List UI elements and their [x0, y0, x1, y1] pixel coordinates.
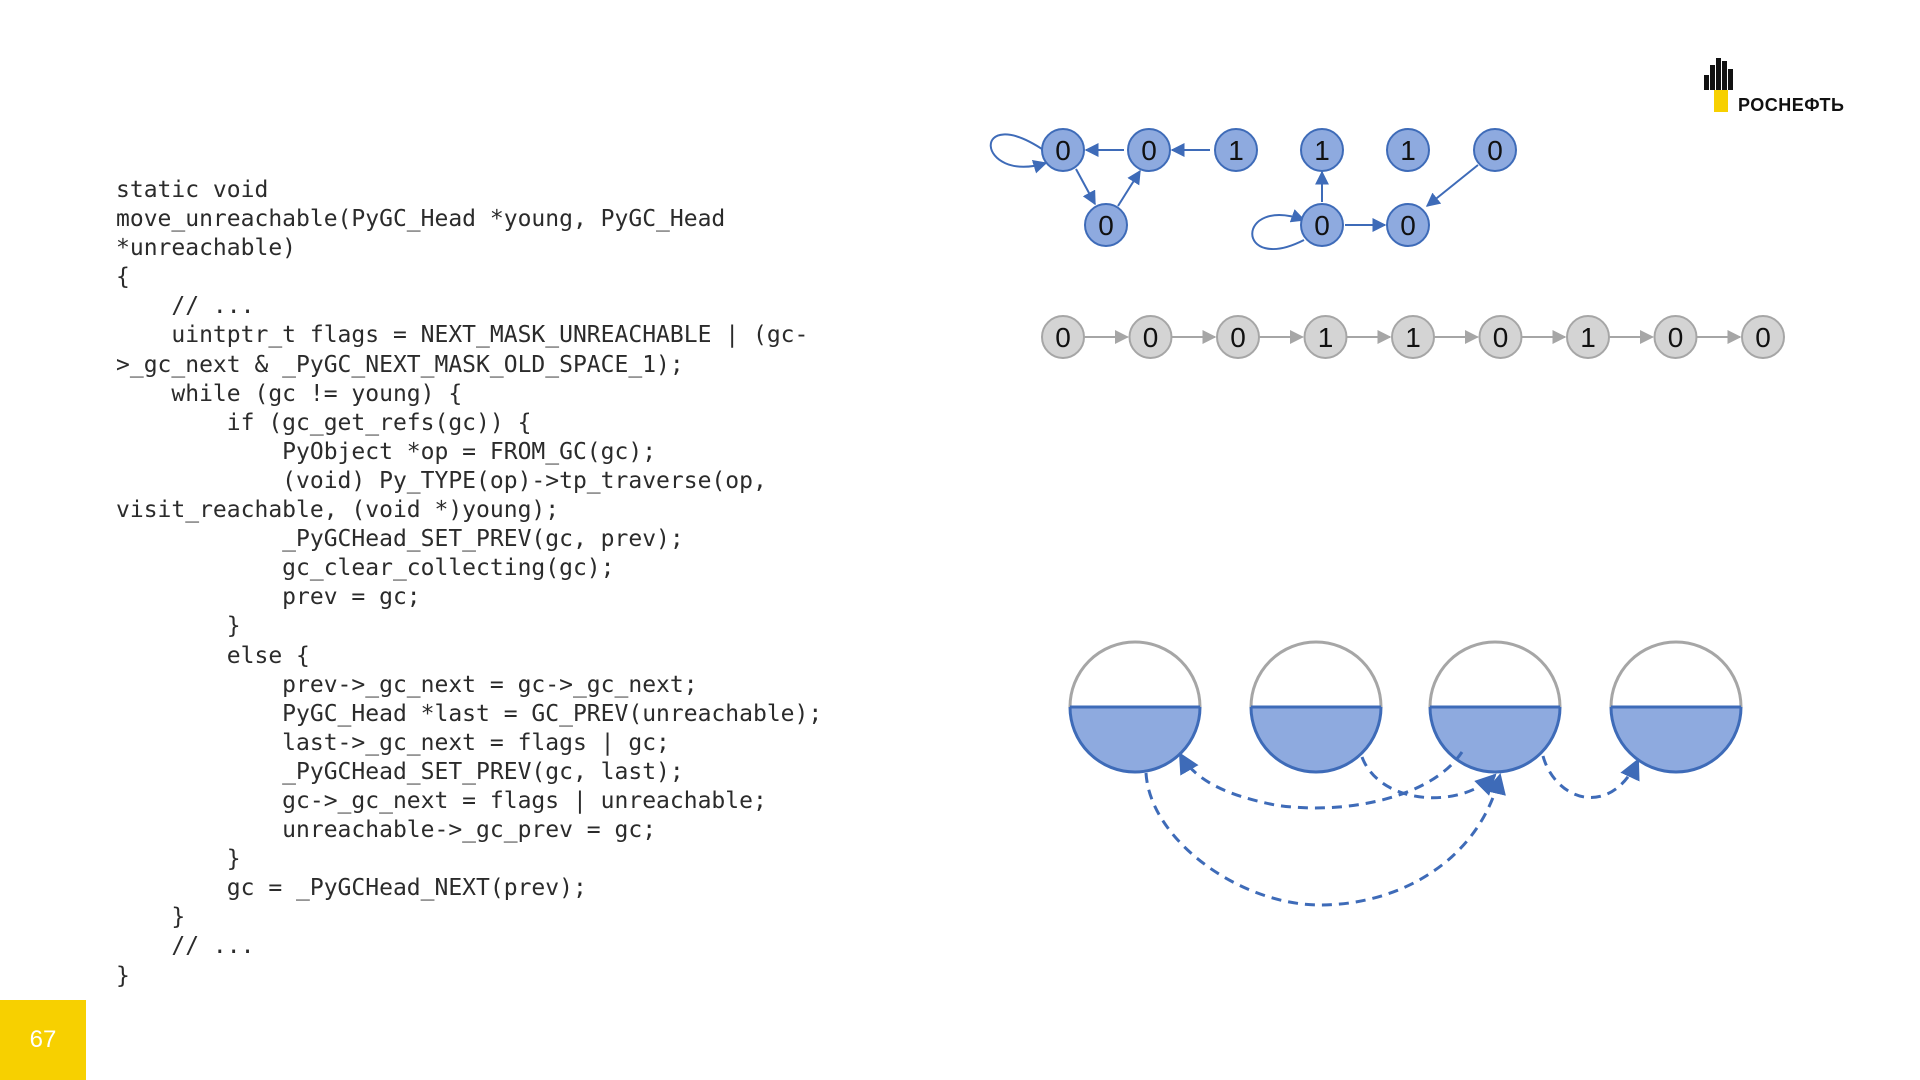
list-node-label: 1	[1405, 322, 1421, 353]
graph-node-label: 0	[1487, 135, 1503, 166]
list-node: 1	[1391, 315, 1435, 359]
graph-node-label: 0	[1141, 135, 1157, 166]
list-node-label: 0	[1055, 322, 1071, 353]
graph-node-label: 1	[1314, 135, 1330, 166]
graph-edge	[1251, 209, 1306, 251]
graph-node: 1	[1386, 128, 1430, 172]
list-node: 0	[1741, 315, 1785, 359]
list-node-label: 1	[1318, 322, 1334, 353]
graph-node-label: 0	[1098, 210, 1114, 241]
code-line: >_gc_next & _PyGC_NEXT_MASK_OLD_SPACE_1)…	[116, 351, 684, 378]
graph-node-label: 1	[1228, 135, 1244, 166]
code-listing: static void move_unreachable(PyGC_Head *y…	[116, 176, 822, 991]
list-node-label: 0	[1143, 322, 1159, 353]
code-line: _PyGCHead_SET_PREV(gc, last);	[116, 758, 684, 785]
object-link	[1360, 756, 1497, 800]
code-line: while (gc != young) {	[116, 380, 463, 407]
code-line: }	[116, 962, 130, 989]
code-line: // ...	[116, 293, 255, 320]
linked-list: 0 0 0 1 1 0 1 0 0	[1041, 315, 1785, 359]
list-node: 0	[1478, 315, 1523, 359]
code-line: visit_reachable, (void *)young);	[116, 497, 560, 524]
object-link	[1541, 755, 1640, 799]
code-line: unreachable->_gc_prev = gc;	[116, 817, 657, 844]
object-links	[1144, 751, 1640, 907]
graph-node: 1	[1300, 128, 1344, 172]
logo-mark-icon	[1704, 58, 1733, 112]
graph-node-label: 0	[1055, 135, 1071, 166]
code-line: _PyGCHead_SET_PREV(gc, prev);	[116, 526, 684, 553]
graph-edges	[989, 133, 1479, 251]
object-link	[1178, 751, 1464, 810]
list-node: 1	[1566, 315, 1610, 359]
list-node-label: 0	[1493, 322, 1509, 353]
graph-node: 0	[1386, 203, 1430, 247]
gc-object	[1609, 640, 1743, 774]
graph-node: 0	[1473, 128, 1517, 172]
gc-objects	[1068, 640, 1743, 774]
code-line: if (gc_get_refs(gc)) {	[116, 409, 532, 436]
code-line: static void	[116, 177, 269, 203]
list-node: 0	[1128, 315, 1173, 359]
graph-node: 0	[1084, 203, 1128, 247]
code-line: uintptr_t flags = NEXT_MASK_UNREACHABLE …	[116, 322, 809, 349]
list-node-label: 0	[1230, 322, 1246, 353]
reference-graph: 0 0 1 0 1 1 0 0 0	[1041, 128, 1517, 247]
code-line: }	[116, 846, 241, 873]
code-line: last->_gc_next = flags | gc;	[116, 729, 670, 756]
graph-node: 0	[1300, 203, 1344, 247]
code-line: {	[116, 264, 130, 291]
code-line: else {	[116, 642, 310, 669]
gc-object	[1249, 640, 1383, 774]
code-line: // ...	[116, 933, 255, 960]
graph-node-label: 1	[1400, 135, 1416, 166]
list-node: 0	[1041, 315, 1085, 359]
code-line: prev->_gc_next = gc->_gc_next;	[116, 671, 698, 698]
object-link	[1144, 772, 1506, 907]
code-line: gc_clear_collecting(gc);	[116, 555, 615, 582]
list-node: 0	[1216, 315, 1260, 359]
code-line: }	[116, 904, 186, 931]
code-line: prev = gc;	[116, 584, 421, 611]
code-line: PyObject *op = FROM_GC(gc);	[116, 438, 657, 465]
graph-node-label: 0	[1314, 210, 1330, 241]
graph-node: 0	[1041, 128, 1085, 172]
code-line: gc->_gc_next = flags | unreachable;	[116, 787, 767, 814]
code-line: (void) Py_TYPE(op)->tp_traverse(op,	[116, 467, 767, 494]
list-node-label: 0	[1755, 322, 1771, 353]
graph-node: 0	[1127, 128, 1171, 172]
graph-edge	[989, 133, 1048, 174]
graph-edge	[1075, 168, 1096, 206]
rosneft-logo: РОСНЕФТЬ	[1700, 55, 1880, 125]
page-number: 67	[0, 1000, 86, 1080]
list-node-label: 0	[1668, 322, 1684, 353]
graph-node-label: 0	[1400, 210, 1416, 241]
list-node-label: 1	[1580, 322, 1596, 353]
gc-object	[1068, 640, 1202, 774]
list-node: 0	[1653, 315, 1698, 359]
graph-node: 1	[1214, 128, 1258, 172]
gc-object	[1428, 640, 1562, 774]
graph-edge	[1425, 164, 1479, 207]
logo-text: РОСНЕФТЬ	[1738, 95, 1845, 115]
code-line: PyGC_Head *last = GC_PREV(unreachable);	[116, 700, 823, 727]
list-node: 1	[1303, 315, 1348, 359]
graph-edge	[1117, 169, 1141, 207]
code-line: *unreachable)	[116, 235, 297, 262]
code-line: gc = _PyGCHead_NEXT(prev);	[116, 875, 587, 902]
code-line: }	[116, 613, 241, 640]
code-line: move_unreachable(PyGC_Head *young, PyGC_…	[116, 206, 726, 233]
